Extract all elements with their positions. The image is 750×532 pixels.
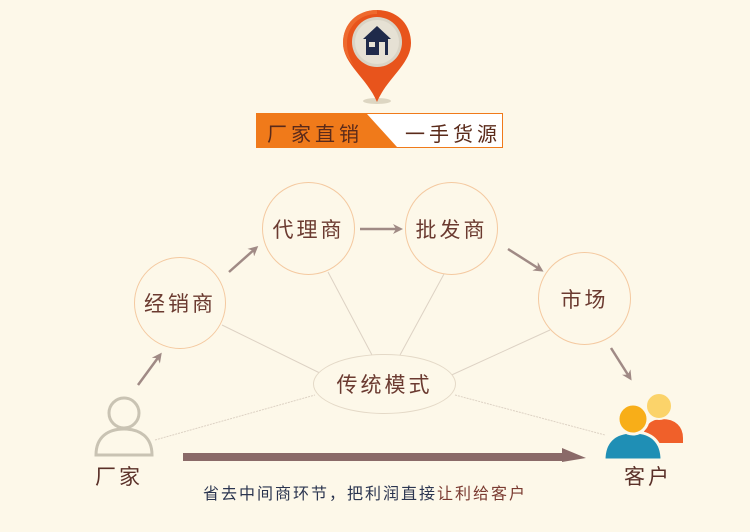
person-outline-icon bbox=[92, 393, 156, 459]
node-label: 批发商 bbox=[415, 217, 488, 242]
users-group-icon bbox=[600, 386, 690, 462]
node-jingxiaoshang: 经销商 bbox=[134, 257, 226, 349]
slogan-banner: 厂家直销 一手货源 bbox=[256, 113, 503, 148]
house-map-pin-icon bbox=[339, 6, 415, 104]
banner-right-text: 一手货源 bbox=[405, 122, 501, 146]
center-label: 传统模式 bbox=[336, 373, 433, 397]
direct-caption: 省去中间商环节，把利润直接让利给客户 bbox=[203, 480, 527, 504]
caption-part2: 让利给客户 bbox=[437, 484, 528, 503]
node-label: 经销商 bbox=[144, 292, 216, 316]
node-pifashang: 批发商 bbox=[405, 182, 498, 275]
node-dailishang: 代理商 bbox=[262, 182, 355, 275]
node-label: 市场 bbox=[560, 287, 609, 312]
banner-left-text: 厂家直销 bbox=[267, 122, 363, 146]
target-label: 客户 bbox=[624, 465, 672, 489]
caption-part1: 省去中间商环节，把利润直接 bbox=[203, 484, 438, 503]
source-label: 厂家 bbox=[95, 465, 143, 489]
node-shichang: 市场 bbox=[538, 252, 631, 345]
center-traditional-mode: 传统模式 bbox=[313, 354, 456, 414]
direct-arrow bbox=[183, 448, 586, 462]
node-label: 代理商 bbox=[272, 217, 345, 242]
